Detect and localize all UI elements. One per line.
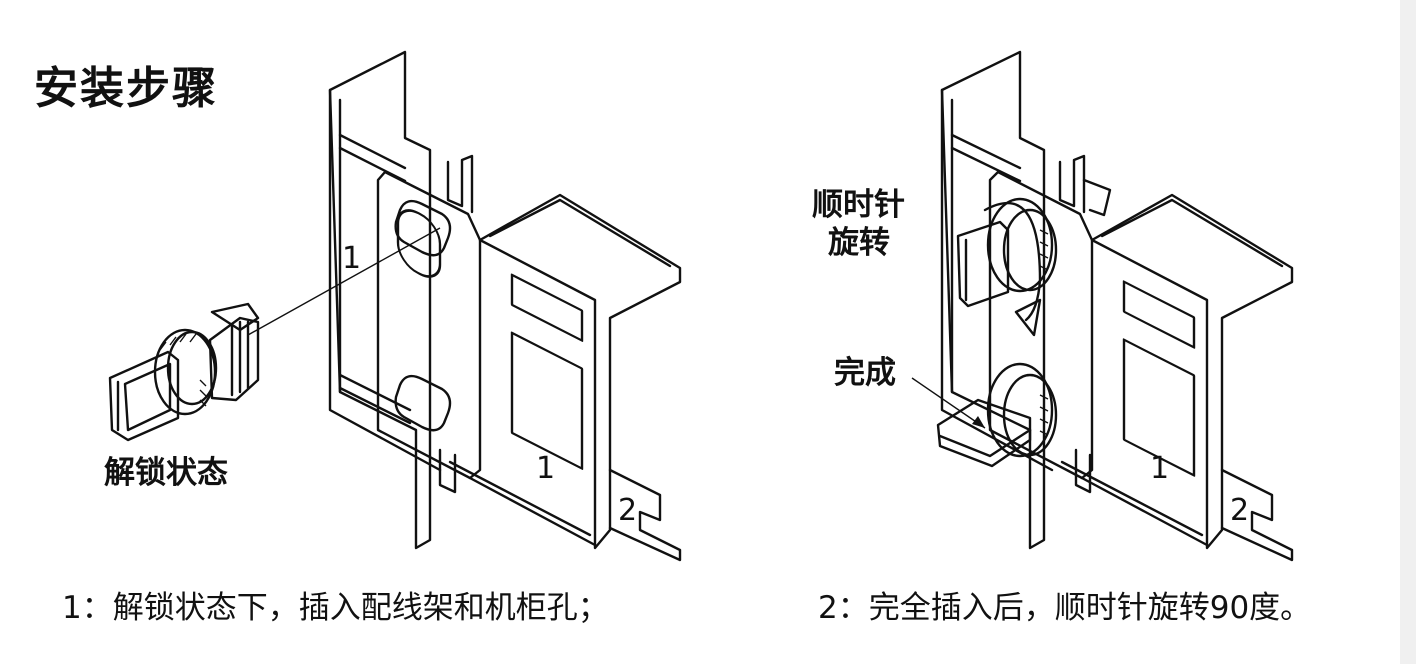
step2-bracket <box>940 50 1294 562</box>
page-scrollbar[interactable] <box>1400 0 1416 664</box>
step2-caption: 2：完全插入后，顺时针旋转90度。 <box>818 590 1312 626</box>
step2-panel-mark-1: 1 <box>1150 451 1169 486</box>
panel-mark-1: 1 <box>342 241 361 276</box>
page-title: 安装步骤 <box>34 63 218 114</box>
rotation-arrow <box>983 201 1042 322</box>
panel-mark-1-lower: 1 <box>536 451 555 486</box>
panel-mark-2: 2 <box>618 493 637 528</box>
upper-slot <box>394 199 452 257</box>
done-pointer-head <box>972 416 985 428</box>
step2-illustration: 1 2 <box>911 50 1294 562</box>
step1-illustration: 1 1 2 <box>108 50 682 562</box>
cage-nut-upper <box>956 197 1058 308</box>
step1-caption: 1：解锁状态下，插入配线架和机柜孔； <box>62 590 609 626</box>
step1-bracket <box>328 50 682 562</box>
step2-panel-mark-2: 2 <box>1230 493 1249 528</box>
rotate-label-line2: 旋转 <box>828 225 890 261</box>
cage-nut-lower <box>936 362 1058 468</box>
unlocked-label: 解锁状态 <box>104 455 228 491</box>
rotation-arrowhead <box>1014 298 1042 337</box>
done-label: 完成 <box>834 355 896 391</box>
done-pointer-line <box>911 377 986 429</box>
lower-slot <box>394 374 452 432</box>
rotate-label-line1: 顺时针 <box>812 187 905 223</box>
insert-guide-line <box>247 227 441 336</box>
cage-nut-unlocked <box>108 302 260 442</box>
